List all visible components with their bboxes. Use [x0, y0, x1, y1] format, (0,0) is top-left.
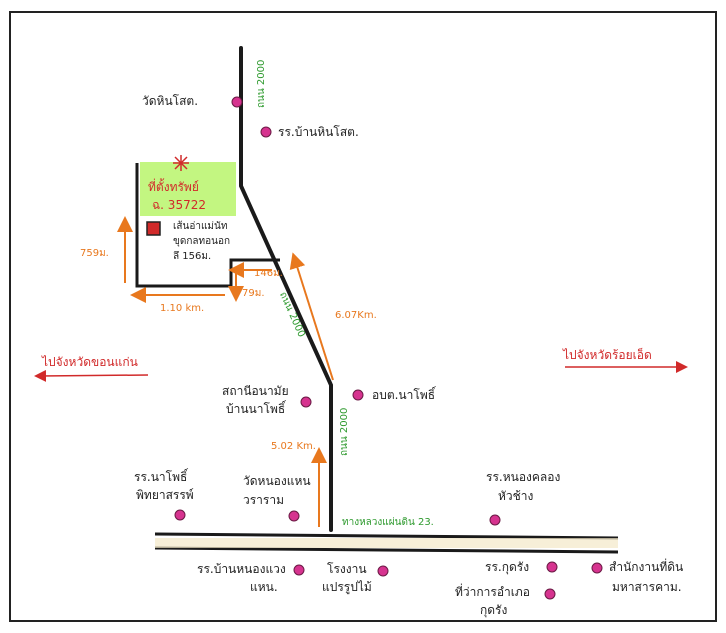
- poi-school-nongkhlong: [489, 514, 501, 526]
- arrow-607: [289, 252, 334, 381]
- label-road-top: ถนน 2000: [256, 59, 267, 108]
- poi-wat-hinso: [231, 96, 243, 108]
- poi-school-nongwaeng: [293, 564, 305, 576]
- label-dist-79: 79ม.: [242, 288, 265, 299]
- poi-school-hinso: [260, 126, 272, 138]
- label-dist-759: 759ม.: [80, 248, 109, 259]
- label-dist-502: 5.02 Km.: [271, 441, 316, 452]
- label-land-office-2: มหาสารคาม.: [612, 580, 682, 594]
- label-health-center-1: สถานีอนามัย: [222, 384, 289, 398]
- highway-23-fill: [155, 538, 618, 548]
- highway-23-upper: [154, 532, 619, 540]
- label-factory-2: แปรรูปไม้: [322, 580, 372, 594]
- label-to-khonkaen: ไปจังหวัดขอนแก่น: [42, 355, 138, 369]
- site-highlight: [140, 162, 236, 216]
- label-dist-146: 146ม.: [254, 268, 283, 279]
- poi-factory: [377, 565, 389, 577]
- label-health-center-2: บ้านนาโพธิ์: [226, 402, 286, 416]
- poi-land-office: [591, 562, 603, 574]
- label-district-office-2: กุดรัง: [480, 603, 508, 617]
- road-2000: [239, 46, 333, 532]
- label-site-title: ที่ตั้งทรัพย์: [148, 180, 199, 194]
- poi-health-center: [300, 396, 312, 408]
- label-site-desc-3: ลึ 156ม.: [173, 251, 212, 262]
- label-school-napho-2: พิทยาสรรพ์: [136, 488, 194, 502]
- label-obt-napho: อบต.นาโพธิ์: [372, 388, 436, 402]
- poi-district-office: [544, 588, 556, 600]
- label-wat-nongwaeng-2: วราราม: [243, 493, 285, 507]
- label-dist-110km: 1.10 km.: [160, 303, 205, 314]
- arrow-to-khonkaen: [34, 369, 149, 382]
- label-highway: ทางหลวงแผ่นดิน 23.: [342, 517, 434, 528]
- label-site-desc-2: ขุดกลทอนอก: [173, 236, 231, 247]
- label-school-nongwaeng-2: แหน.: [250, 580, 278, 594]
- label-wat-nongwaeng-1: วัดหนองแหน: [243, 474, 311, 488]
- label-land-office-1: สำนักงานที่ดิน: [609, 560, 684, 574]
- label-school-hinso: รร.บ้านหินโสต.: [278, 125, 359, 139]
- label-wat-hinso: วัดหินโสต.: [142, 94, 199, 108]
- label-school-napho-1: รร.นาโพธิ์: [134, 470, 188, 484]
- label-to-roiet: ไปจังหวัดร้อยเอ็ด: [563, 348, 652, 362]
- label-deed-no: ฉ. 35722: [152, 198, 206, 212]
- label-dist-607: 6.07Km.: [335, 310, 377, 321]
- poi-obt-napho: [352, 389, 364, 401]
- poi-dots: [174, 96, 603, 600]
- label-school-nongkhlong-2: หัวช้าง: [498, 489, 534, 503]
- label-school-nongkhlong-1: รร.หนองคลอง: [486, 470, 561, 484]
- label-school-nongwaeng-1: รร.บ้านหนองแวง: [197, 562, 286, 576]
- star-icon: [173, 155, 189, 171]
- label-district-school: รร.กุดรัง: [485, 560, 530, 574]
- label-road-low: ถนน 2000: [339, 407, 350, 456]
- map-frame: [9, 11, 717, 622]
- label-district-office-1: ที่ว่าการอำเภอ: [455, 585, 530, 599]
- label-factory-1: โรงงาน: [327, 562, 367, 576]
- label-site-desc-1: เส้นอ่าแม่นัท: [173, 221, 228, 232]
- poi-school-napho: [174, 509, 186, 521]
- site-marker: [146, 221, 161, 236]
- poi-district-school: [546, 561, 558, 573]
- poi-wat-nongwaeng: [288, 510, 300, 522]
- highway-23-lower: [154, 546, 619, 554]
